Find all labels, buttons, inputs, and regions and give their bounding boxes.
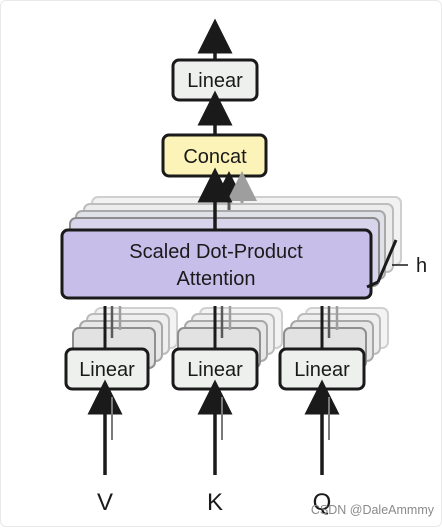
input-linear-box-k: Linear — [171, 347, 259, 391]
input-label-v: V — [97, 489, 113, 516]
attention-label-line2: Attention — [177, 268, 256, 290]
input-label-q: Q — [313, 489, 332, 516]
output-linear-box: Linear — [171, 58, 259, 102]
input-linear-box-q: Linear — [278, 347, 366, 391]
concat-box: Concat — [161, 133, 268, 178]
heads-label: h — [416, 255, 427, 277]
output-linear-label: Linear — [187, 70, 243, 92]
attention-box: Scaled Dot-Product Attention — [60, 228, 373, 300]
input-label-k: K — [207, 489, 223, 516]
input-linear-box-v: Linear — [64, 347, 150, 391]
input-linear-label-q: Linear — [294, 359, 350, 381]
input-linear-label-k: Linear — [187, 359, 243, 381]
concat-label: Concat — [183, 146, 247, 168]
heads-bracket: h — [366, 239, 427, 289]
attention-label-line1: Scaled Dot-Product — [129, 241, 303, 263]
input-linear-label-v: Linear — [79, 359, 135, 381]
watermark: CSDN @DaleAmmmy — [310, 503, 434, 517]
